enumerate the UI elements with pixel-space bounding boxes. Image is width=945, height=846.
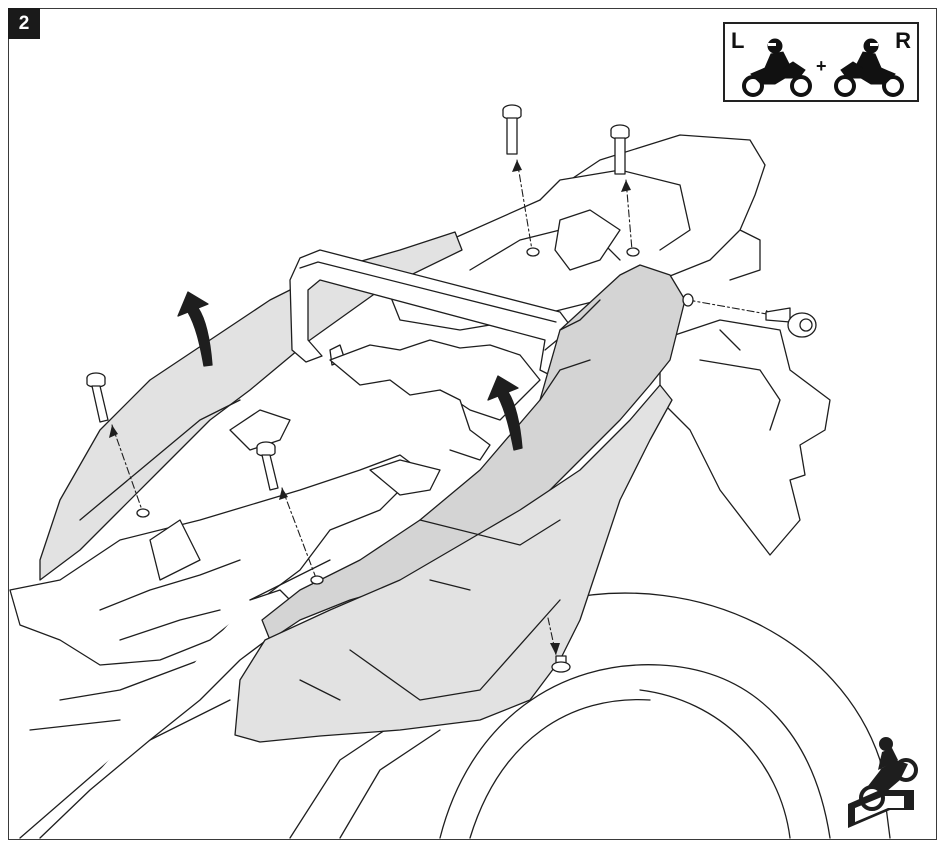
rider-orientation-icon xyxy=(848,737,918,828)
mounting-holes xyxy=(136,247,694,585)
side-indicator-box: L R + xyxy=(723,22,919,102)
removal-arrow-right xyxy=(487,375,523,451)
alignment-lines xyxy=(111,159,779,656)
rider-icons xyxy=(742,38,904,97)
socket-bolt-left xyxy=(86,372,109,423)
motorcycle-rider-left-icon xyxy=(742,38,812,97)
side-right-letter: R xyxy=(895,28,911,53)
rear-fender xyxy=(659,319,831,556)
fender-screw xyxy=(551,655,571,673)
socket-bolt-middle xyxy=(256,441,279,491)
left-side-cover xyxy=(39,231,463,581)
socket-bolt-top-right xyxy=(610,124,630,175)
side-plus-sign: + xyxy=(816,56,827,76)
tail-cowl xyxy=(379,134,766,331)
side-left-letter: L xyxy=(731,28,745,53)
socket-bolt-top-left xyxy=(502,104,522,155)
flange-bolt-right xyxy=(765,307,817,338)
motorcycle-rider-right-icon xyxy=(834,38,904,97)
right-side-cover xyxy=(234,264,686,743)
rear-tire xyxy=(439,592,891,839)
removal-arrow-left xyxy=(177,291,213,367)
step-number-badge: 2 xyxy=(8,8,40,39)
seat-subframe xyxy=(9,454,461,839)
